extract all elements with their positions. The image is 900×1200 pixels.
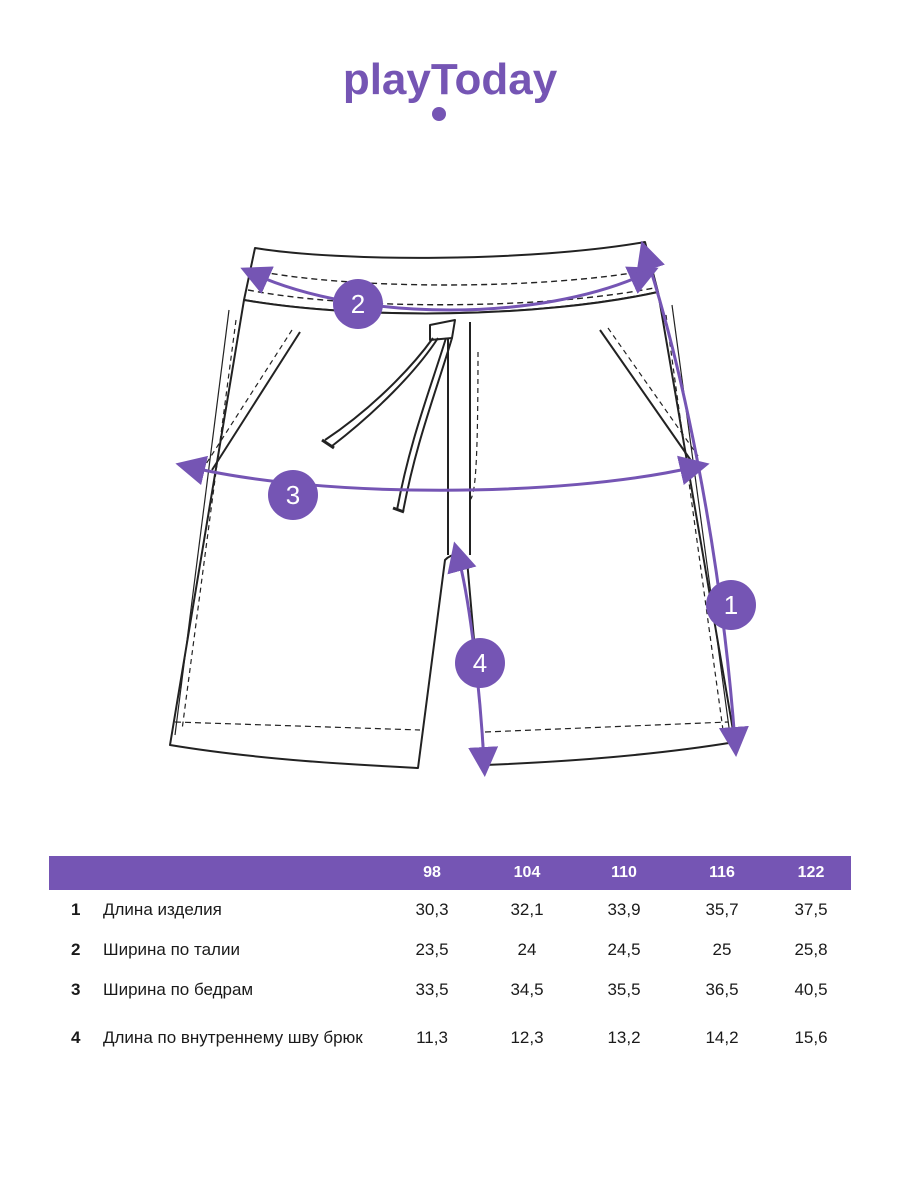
row-label: Ширина по бедрам: [103, 980, 254, 999]
size-header: 110: [575, 856, 673, 890]
cell-value: 23,5: [415, 940, 449, 959]
row-label: Ширина по талии: [103, 940, 240, 959]
table-row: 4 Длина по внутреннему шву брюк 11,3 12,…: [49, 1010, 851, 1066]
cell-value: 34,5: [510, 980, 544, 999]
table-row: 3 Ширина по бедрам 33,5 34,5 35,5 36,5 4…: [49, 970, 851, 1010]
measure-3-line: [175, 455, 710, 492]
brand-logo: playToday: [0, 48, 900, 128]
header-blank: [103, 856, 385, 890]
svg-text:1: 1: [724, 590, 738, 620]
cell-value: 37,5: [794, 900, 828, 919]
cell-value: 40,5: [794, 980, 828, 999]
cell-value: 25,8: [794, 940, 828, 959]
svg-text:3: 3: [286, 480, 300, 510]
size-header: 98: [385, 856, 479, 890]
cell-value: 33,5: [415, 980, 449, 999]
size-header: 122: [771, 856, 851, 890]
cell-value: 13,2: [607, 1028, 641, 1047]
cell-value: 24,5: [607, 940, 641, 959]
brand-logo-text: playToday: [343, 55, 558, 104]
cell-value: 14,2: [705, 1028, 739, 1047]
svg-text:2: 2: [351, 289, 365, 319]
cell-value: 12,3: [510, 1028, 544, 1047]
size-header-row: 98 104 110 116 122: [49, 856, 851, 890]
marker-3: 3: [268, 470, 318, 520]
header-blank: [49, 856, 103, 890]
cell-value: 25: [712, 940, 732, 959]
svg-text:4: 4: [473, 648, 487, 678]
measure-2-line: [240, 266, 659, 312]
brand-logo-mark: playToday: [343, 55, 558, 121]
row-number: 3: [71, 980, 81, 999]
size-header: 104: [479, 856, 575, 890]
measure-1-line: [636, 240, 749, 757]
marker-2: 2: [333, 279, 383, 329]
row-label: Длина изделия: [103, 900, 222, 919]
marker-4: 4: [455, 638, 505, 688]
cell-value: 11,3: [416, 1028, 448, 1047]
row-number: 4: [71, 1028, 81, 1047]
table-row: 1 Длина изделия 30,3 32,1 33,9 35,7 37,5: [49, 890, 851, 930]
cell-value: 24: [517, 940, 537, 959]
row-label: Длина по внутреннему шву брюк: [103, 1028, 363, 1047]
cell-value: 35,5: [607, 980, 641, 999]
table-row: 2 Ширина по талии 23,5 24 24,5 25 25,8: [49, 930, 851, 970]
cell-value: 15,6: [794, 1028, 828, 1047]
cell-value: 35,7: [705, 900, 739, 919]
row-number: 2: [71, 940, 81, 959]
cell-value: 36,5: [705, 980, 739, 999]
shorts-diagram: 2 3 1 4: [169, 240, 756, 777]
size-table: 98 104 110 116 122 1 Длина изделия 30,3 …: [49, 856, 851, 1066]
marker-1: 1: [706, 580, 756, 630]
cell-value: 32,1: [510, 900, 544, 919]
cell-value: 33,9: [607, 900, 641, 919]
size-header: 116: [673, 856, 771, 890]
cell-value: 30,3: [415, 900, 449, 919]
row-number: 1: [71, 900, 81, 919]
